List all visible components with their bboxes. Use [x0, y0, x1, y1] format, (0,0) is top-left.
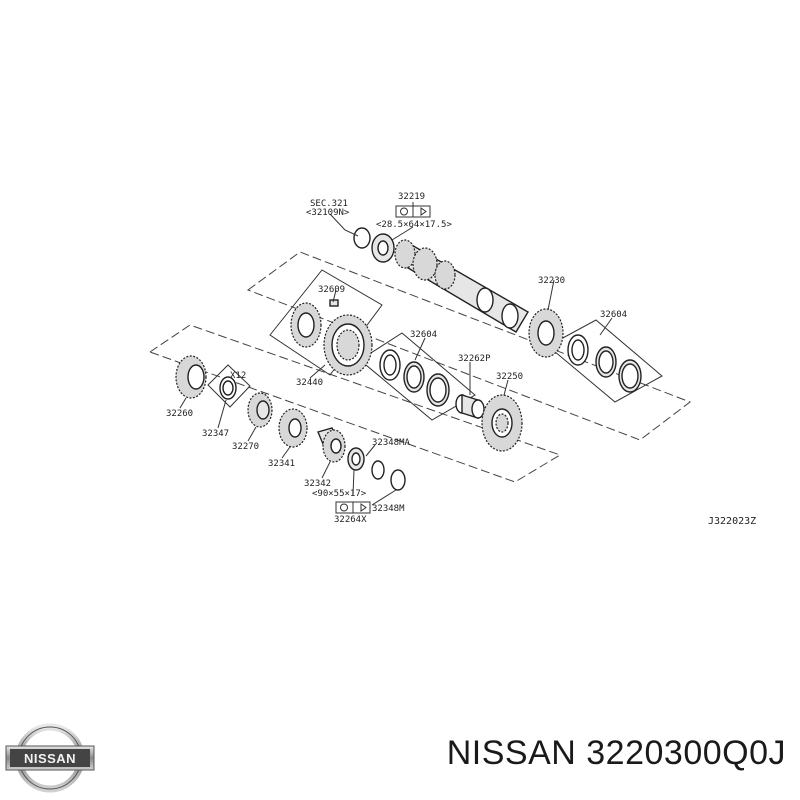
group-boundary-32440 — [269, 269, 383, 376]
part-32270 — [247, 392, 273, 428]
label-32341: 32341 — [268, 459, 295, 469]
gear-32250 — [481, 394, 523, 452]
ring-32348m — [390, 469, 406, 491]
part-32342 — [317, 427, 346, 463]
part-number-title: NISSAN 3220300Q0J — [446, 734, 786, 772]
label-32342: 32342 — [304, 479, 331, 489]
gear-32440 — [323, 314, 373, 376]
needle-bearing-32262p — [455, 394, 485, 419]
bearing-32264x — [347, 447, 365, 471]
group-boundary-lower — [148, 324, 562, 483]
drawing-code: J322023Z — [708, 516, 756, 527]
svg-text:NISSAN: NISSAN — [24, 751, 76, 766]
nissan-logo-icon: NISSAN — [5, 723, 95, 793]
group-boundary-32604-right — [547, 319, 663, 403]
rings-32604-right — [567, 334, 642, 393]
synchro-32609 — [290, 299, 339, 348]
group-boundary-main — [246, 251, 692, 441]
bearing-symbol-32219 — [395, 205, 431, 218]
main-shaft — [394, 239, 529, 333]
label-32250: 32250 — [496, 372, 523, 382]
label-32270: 32270 — [232, 442, 259, 452]
bearing-symbol-32264x — [335, 501, 371, 514]
rings-32604-mid — [379, 349, 450, 407]
label-32219-dim: <28.5×64×17.5> — [376, 220, 452, 230]
label-32347: 32347 — [202, 429, 229, 439]
gear-32341 — [278, 408, 308, 448]
label-32264-dim: <90×55×17> — [312, 489, 367, 499]
label-32230: 32230 — [538, 276, 565, 286]
label-32609: 32609 — [318, 285, 345, 295]
label-32604-right: 32604 — [600, 310, 627, 320]
label-32348ma: 32348MA — [372, 438, 411, 448]
gear-32230 — [528, 308, 564, 358]
label-32219: 32219 — [398, 192, 425, 202]
label-32348m: 32348M — [372, 504, 405, 514]
label-32264x: 32264X — [334, 515, 367, 525]
group-boundary-32604-mid — [359, 332, 476, 421]
leader-lines — [179, 202, 613, 506]
group-boundary-x12 — [207, 364, 251, 408]
label-32440: 32440 — [296, 378, 323, 388]
label-sec-ref: SEC.321 — [310, 199, 348, 209]
label-x12: X12 — [230, 371, 246, 381]
bearing-32219 — [353, 227, 395, 263]
ring-32348ma — [371, 460, 385, 480]
gear-32260 — [175, 355, 207, 399]
label-32260: 32260 — [166, 409, 193, 419]
label-32262p: 32262P — [458, 354, 491, 364]
label-32604-mid: 32604 — [410, 330, 437, 340]
label-sec-ref-sub: <32109N> — [306, 208, 350, 218]
spacer-x12 — [219, 376, 237, 400]
footer-bar: NISSAN NISSAN 3220300Q0J — [0, 712, 800, 800]
